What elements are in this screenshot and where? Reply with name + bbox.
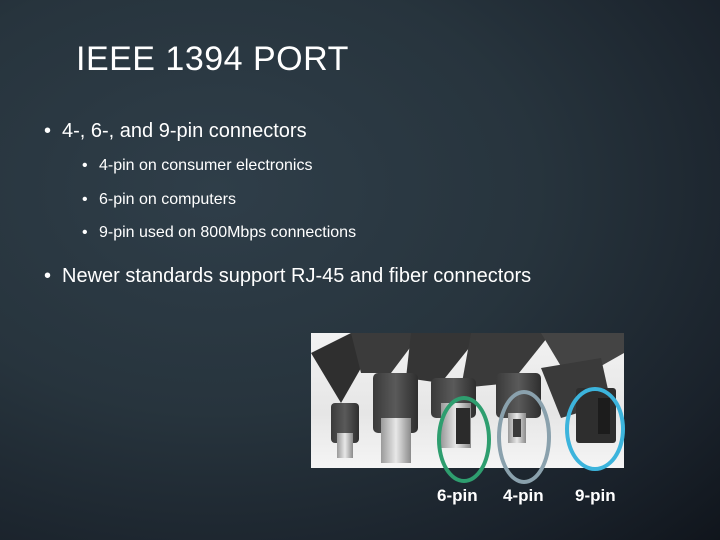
bullet-dot-icon: • bbox=[44, 120, 52, 142]
caption-9pin: 9-pin bbox=[575, 486, 616, 505]
bullet-text: 4-, 6-, and 9-pin connectors bbox=[62, 120, 307, 142]
highlight-ring-6pin bbox=[437, 396, 491, 483]
page-title: IEEE 1394 PORT bbox=[76, 40, 349, 78]
bullet-text: Newer standards support RJ-45 and fiber … bbox=[62, 265, 532, 287]
bullet-item: • Newer standards support RJ-45 and fibe… bbox=[44, 265, 531, 288]
bullet-dot-icon: • bbox=[44, 265, 52, 287]
sub-bullet-text: 4-pin on consumer electronics bbox=[99, 157, 313, 174]
bullet-dot-icon: • bbox=[82, 191, 88, 208]
caption-4pin: 4-pin bbox=[503, 486, 544, 505]
highlight-ring-4pin bbox=[497, 390, 551, 484]
bullet-item: • 4-, 6-, and 9-pin connectors bbox=[44, 120, 307, 143]
bullet-dot-icon: • bbox=[82, 157, 88, 174]
sub-bullet-text: 6-pin on computers bbox=[99, 191, 236, 208]
caption-6pin: 6-pin bbox=[437, 486, 478, 505]
sub-bullet-item: • 9-pin used on 800Mbps connections bbox=[82, 224, 356, 242]
sub-bullet-item: • 6-pin on computers bbox=[82, 191, 236, 209]
highlight-ring-9pin bbox=[565, 387, 625, 471]
sub-bullet-item: • 4-pin on consumer electronics bbox=[82, 157, 312, 175]
bullet-dot-icon: • bbox=[82, 224, 88, 241]
sub-bullet-text: 9-pin used on 800Mbps connections bbox=[99, 224, 357, 241]
